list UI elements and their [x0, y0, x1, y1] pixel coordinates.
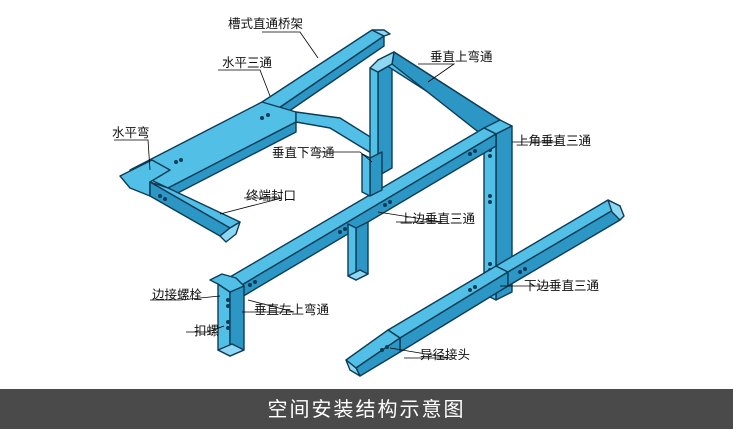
- label-straight-tray: 槽式直通桥架: [228, 16, 304, 31]
- label-lower-side-vertical-tee: 下边垂直三通: [524, 278, 600, 293]
- label-end-cap: 终端封口: [246, 188, 297, 203]
- diagram-stage: .tf { stroke-linejoin:round; stroke-widt…: [112, 16, 625, 377]
- vertical-down-bend: [361, 151, 383, 197]
- label-upper-corner-vertical-tee: 上角垂直三通: [516, 133, 592, 148]
- label-side-bolt: 边接螺栓: [152, 287, 203, 302]
- lower-side-vertical-tee: [495, 199, 625, 287]
- vertical-up-bend: [369, 51, 501, 177]
- label-horizontal-bend: 水平弯: [112, 125, 150, 140]
- label-buckle-screw: 扣螺: [194, 323, 220, 338]
- reducer-joint: [345, 329, 401, 377]
- lower-straight-tray: [387, 265, 509, 353]
- label-vertical-left-up-bend: 垂直左上弯通: [254, 302, 330, 317]
- label-vertical-up-bend: 垂直上弯通: [430, 49, 493, 64]
- middle-straight-tray: [217, 127, 497, 305]
- label-horizontal-tee: 水平三通: [222, 55, 273, 70]
- upper-side-vertical-tee: [347, 221, 369, 281]
- straight-tray-top: [261, 29, 391, 121]
- label-upper-side-vertical-tee: 上边垂直三通: [400, 211, 476, 226]
- label-vertical-down-bend: 垂直下弯通: [272, 145, 335, 160]
- leader-lines: [114, 31, 560, 359]
- caption-text: 空间安装结构示意图: [267, 397, 466, 421]
- label-reducer: 异径接头: [420, 347, 471, 362]
- caption-bar: 空间安装结构示意图: [0, 389, 733, 429]
- vertical-left-up-bend: [209, 273, 245, 357]
- cable-tray-diagram: .tf { stroke-linejoin:round; stroke-widt…: [114, 29, 625, 377]
- upper-corner-vertical-tee: [483, 119, 513, 301]
- end-cap-tray: [149, 181, 241, 243]
